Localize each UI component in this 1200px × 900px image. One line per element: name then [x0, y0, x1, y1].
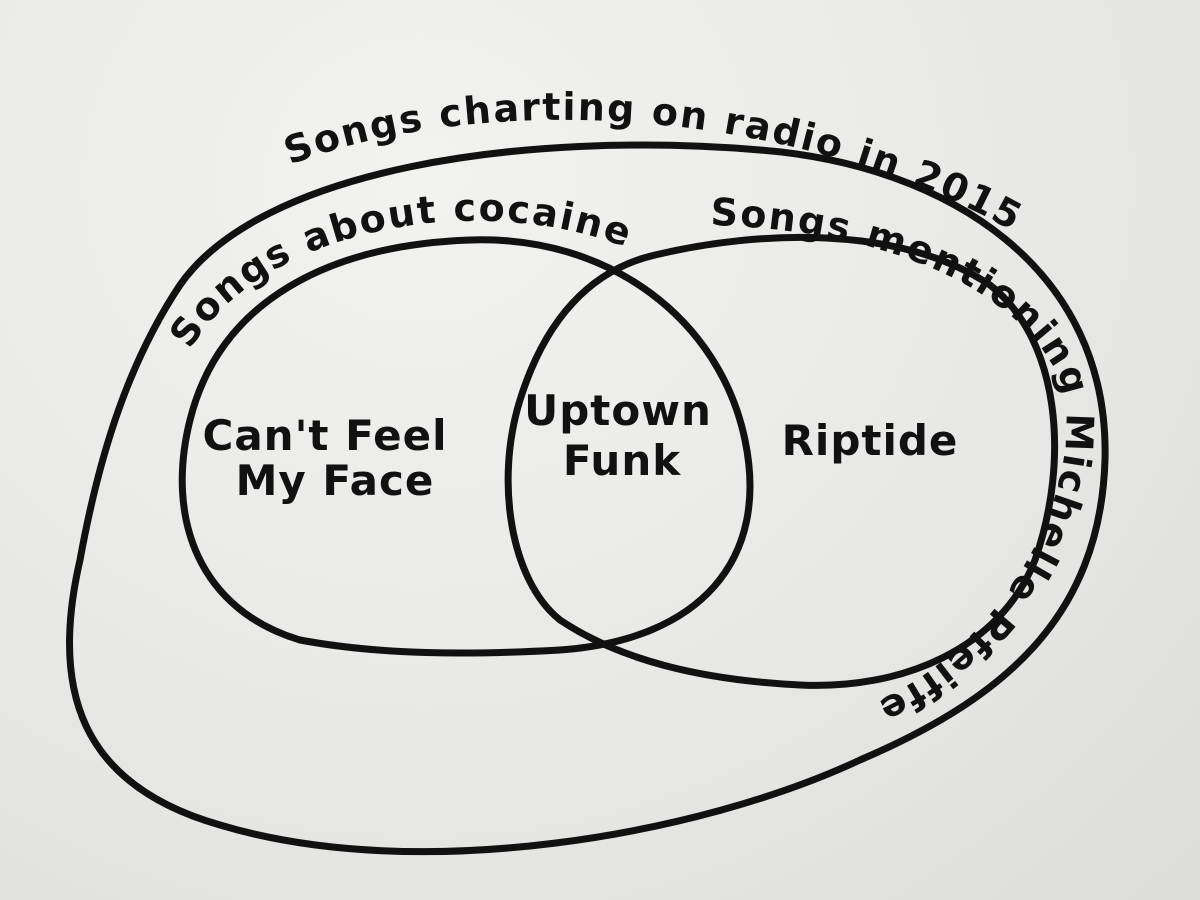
left-only-line-1: Can't Feel: [203, 411, 448, 460]
left-set-circle: [178, 236, 754, 657]
intersection-line-1: Uptown: [524, 386, 712, 435]
left-only-line-2: My Face: [236, 456, 435, 505]
outer-set-boundary: [66, 141, 1109, 856]
right-set-circle: [504, 233, 1059, 689]
intersection-line-2: Funk: [563, 436, 681, 485]
right-only-label: Riptide: [782, 416, 959, 465]
